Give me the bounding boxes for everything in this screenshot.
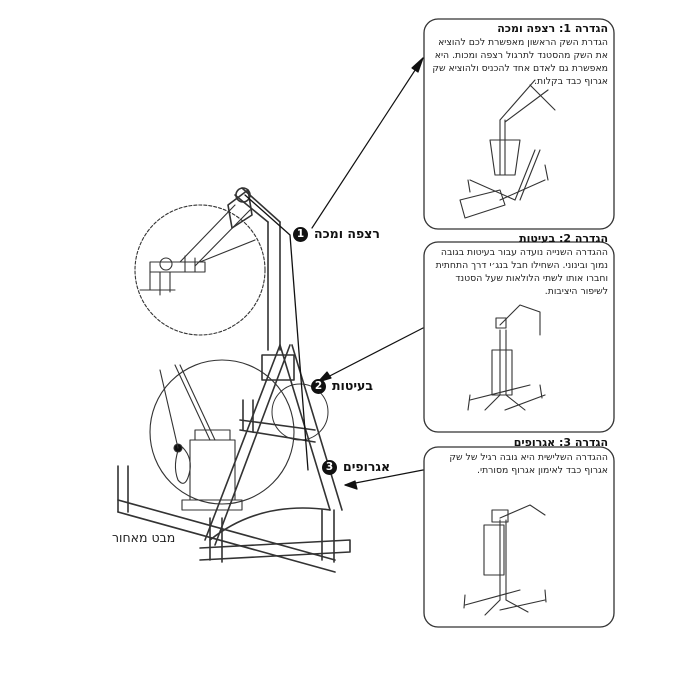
- panel-frame-2: [423, 241, 615, 433]
- panel-2-illustration: [467, 304, 546, 411]
- panel-3-text: ההגדרה השלישית היא גובה רגיל של שק אגרוף…: [449, 452, 608, 476]
- callout-3-label: אגרופים: [343, 459, 391, 474]
- panel-3-illustration: [463, 504, 547, 616]
- panel-1-title: הגדרה 1: רצפה ומכה: [497, 22, 608, 35]
- panel-frame-1: [423, 18, 615, 230]
- rear-view-label: מבט מאחור: [112, 530, 176, 545]
- panel-3-title: הגדרה 3: אגרופים: [513, 436, 608, 449]
- callout-1-label: רצפה ומכה: [314, 226, 380, 241]
- detail-top-bracket: [139, 204, 256, 296]
- panel-1-text: הגדרת השק הראשון מאפשרת לכם להוציא את הש…: [432, 37, 608, 87]
- detail-bottom-bungee: [159, 364, 243, 511]
- panel-2-title: הגדרה 2: בעיטות: [519, 232, 608, 245]
- callout-2-label: בעיטות: [332, 378, 373, 393]
- panel-1-illustration: [459, 79, 556, 219]
- detail-circle-bottom: [149, 359, 295, 505]
- panel-frame-3: [423, 446, 615, 628]
- callout-1-badge: 1: [293, 227, 308, 242]
- callout-2-badge: 2: [311, 379, 326, 394]
- rope-line: [244, 194, 309, 471]
- callout-3-badge: 3: [322, 460, 337, 475]
- panel-2-text: ההגדרה השנייה נועדה עבור בעיטות בגובה נמ…: [435, 247, 608, 297]
- leader-arrows: [311, 57, 424, 490]
- detail-circle-top: [134, 204, 266, 336]
